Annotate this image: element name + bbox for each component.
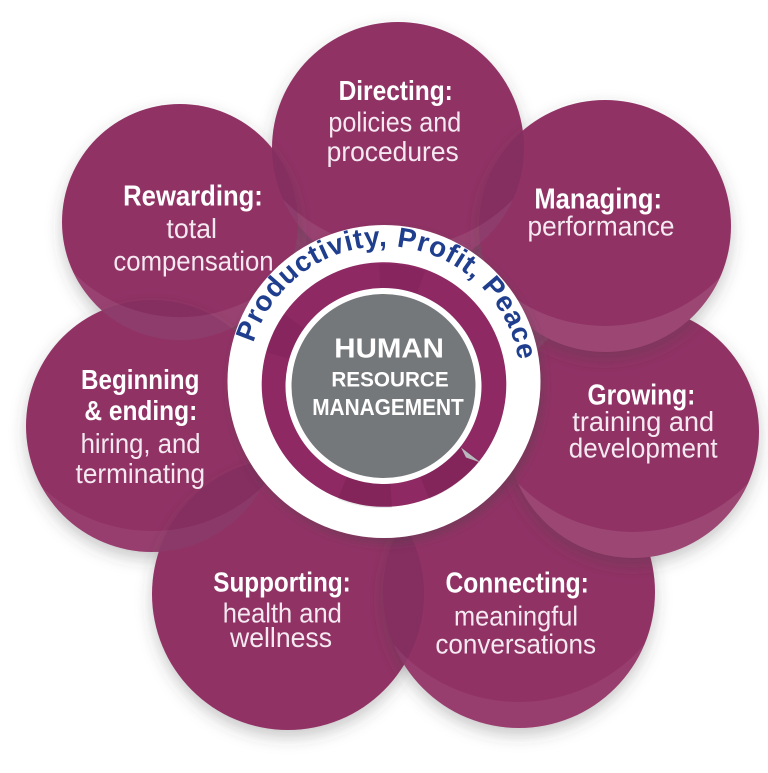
svg-text:terminating: terminating: [76, 458, 206, 489]
svg-text:procedures: procedures: [327, 136, 459, 167]
svg-text:training and: training and: [572, 406, 714, 437]
svg-text:RESOURCE: RESOURCE: [331, 366, 448, 391]
svg-text:Rewarding:: Rewarding:: [123, 180, 263, 212]
svg-text:conversations: conversations: [435, 629, 596, 660]
svg-text:compensation: compensation: [113, 245, 273, 276]
svg-text:& ending:: & ending:: [84, 395, 197, 426]
svg-text:wellness: wellness: [229, 622, 332, 653]
svg-text:performance: performance: [528, 210, 675, 241]
svg-text:MANAGEMENT: MANAGEMENT: [312, 394, 464, 420]
svg-text:HUMAN: HUMAN: [334, 333, 444, 364]
svg-text:Managing:: Managing:: [534, 184, 662, 216]
svg-text:total: total: [166, 213, 217, 244]
svg-text:development: development: [569, 433, 718, 464]
svg-text:policies and: policies and: [328, 106, 461, 137]
svg-text:health and: health and: [223, 597, 342, 628]
svg-text:Directing:: Directing:: [339, 75, 453, 106]
svg-text:meaningful: meaningful: [454, 601, 578, 632]
svg-text:Connecting:: Connecting:: [446, 568, 589, 600]
svg-text:Supporting:: Supporting:: [213, 566, 351, 597]
svg-text:Growing:: Growing:: [588, 379, 696, 411]
svg-text:Beginning: Beginning: [81, 364, 199, 395]
svg-text:hiring, and: hiring, and: [81, 428, 201, 459]
